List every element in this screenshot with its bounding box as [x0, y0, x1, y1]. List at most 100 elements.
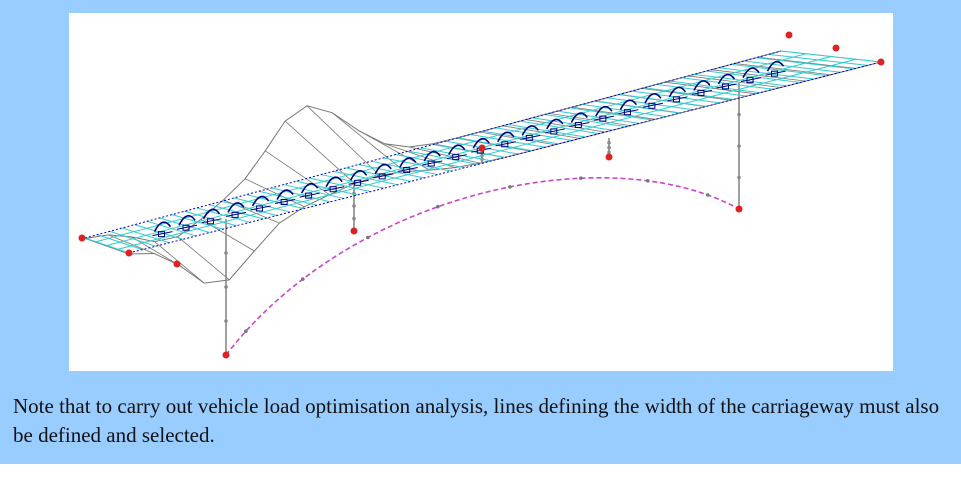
load-arc — [276, 189, 294, 200]
support-node — [350, 227, 358, 235]
load-line — [520, 134, 541, 140]
load-line — [225, 211, 247, 217]
load-arc — [423, 150, 441, 162]
load-arc — [300, 182, 319, 194]
deflected-rib — [131, 236, 180, 266]
deflected-rib — [409, 146, 481, 164]
deflected-rib — [244, 178, 305, 208]
load-arc — [497, 131, 515, 143]
pier-node — [352, 216, 356, 221]
load-arc — [202, 208, 221, 220]
load-line — [324, 186, 345, 192]
deflected-shape-mesh — [84, 50, 882, 284]
support-node — [735, 205, 743, 213]
support-node — [78, 234, 86, 242]
arch-node — [508, 185, 512, 189]
load-arc — [374, 163, 392, 175]
load-arc — [644, 93, 662, 104]
load-line — [569, 122, 590, 128]
load-arc — [546, 118, 564, 130]
load-line — [348, 179, 369, 185]
arch-node — [436, 204, 440, 209]
load-arc — [766, 60, 785, 72]
support-node — [877, 58, 885, 66]
pier-node — [607, 140, 611, 145]
load-line — [446, 154, 467, 160]
support-node — [125, 249, 133, 257]
load-arc — [251, 195, 270, 207]
load-line — [544, 128, 565, 134]
deflected-rib — [177, 236, 230, 281]
support-node — [173, 260, 181, 268]
load-line — [495, 141, 516, 147]
content-panel: Note that to carry out vehicle load opti… — [0, 0, 961, 464]
deck-longitudinal-line — [84, 50, 782, 239]
pier-node — [224, 285, 228, 289]
load-arc — [717, 73, 736, 85]
bridge-model-figure — [69, 13, 893, 371]
load-line — [299, 192, 320, 198]
load-arc — [448, 144, 466, 155]
load-arc — [619, 99, 638, 111]
piers — [224, 83, 741, 355]
load-line — [397, 166, 418, 172]
deck-longitudinal-line — [128, 61, 882, 254]
deck-longitudinal-line — [95, 53, 807, 243]
deflected-rib — [84, 238, 130, 255]
load-line — [152, 231, 173, 237]
load-line — [716, 83, 737, 89]
arch-node — [646, 178, 650, 183]
arch-node — [366, 235, 370, 240]
load-arc — [325, 176, 343, 188]
load-line — [642, 102, 664, 108]
deflected-rib — [331, 112, 405, 172]
deflected-edge — [128, 61, 882, 284]
deflected-rib — [200, 219, 255, 252]
load-line — [618, 109, 639, 115]
load-arc — [521, 125, 539, 136]
arch-rib — [225, 176, 740, 356]
arch-node — [244, 329, 248, 334]
load-arc — [668, 86, 687, 98]
arch-node — [301, 277, 305, 281]
bridge-model-diagram — [78, 31, 885, 359]
pier-node — [224, 251, 228, 255]
note-text: Note that to carry out vehicle load opti… — [13, 394, 940, 447]
load-arc — [178, 214, 196, 226]
deck-longitudinal-line — [106, 56, 832, 246]
bridge-deck-mesh — [84, 50, 882, 254]
load-arc — [742, 67, 760, 78]
pier-node — [607, 150, 611, 155]
pier-node — [737, 144, 741, 148]
support-node — [478, 144, 486, 152]
load-line — [373, 173, 394, 179]
arch-line — [225, 176, 740, 356]
pier-node — [224, 319, 228, 323]
support-node — [832, 44, 840, 52]
load-line — [422, 160, 443, 166]
load-line — [275, 199, 296, 205]
arch-node — [705, 193, 710, 197]
pier-node — [352, 204, 356, 208]
pier-node — [737, 175, 741, 180]
deflected-rib — [265, 150, 330, 196]
load-line — [250, 205, 271, 211]
support-node — [605, 153, 613, 161]
support-nodes — [78, 31, 885, 359]
load-arc — [693, 80, 711, 91]
load-arc — [472, 137, 490, 149]
deck-longitudinal-line — [117, 58, 857, 250]
load-line — [176, 224, 198, 230]
load-line — [765, 70, 786, 76]
support-node — [222, 351, 230, 359]
load-line — [740, 77, 762, 83]
load-arc — [227, 202, 245, 213]
load-arc — [595, 105, 613, 117]
vehicle-loads — [152, 60, 786, 238]
load-line — [201, 218, 222, 224]
load-line — [593, 115, 614, 121]
load-arc — [398, 157, 417, 168]
deflected-rib — [284, 120, 355, 184]
deflected-rib — [358, 130, 430, 171]
deflected-rib — [108, 234, 155, 254]
